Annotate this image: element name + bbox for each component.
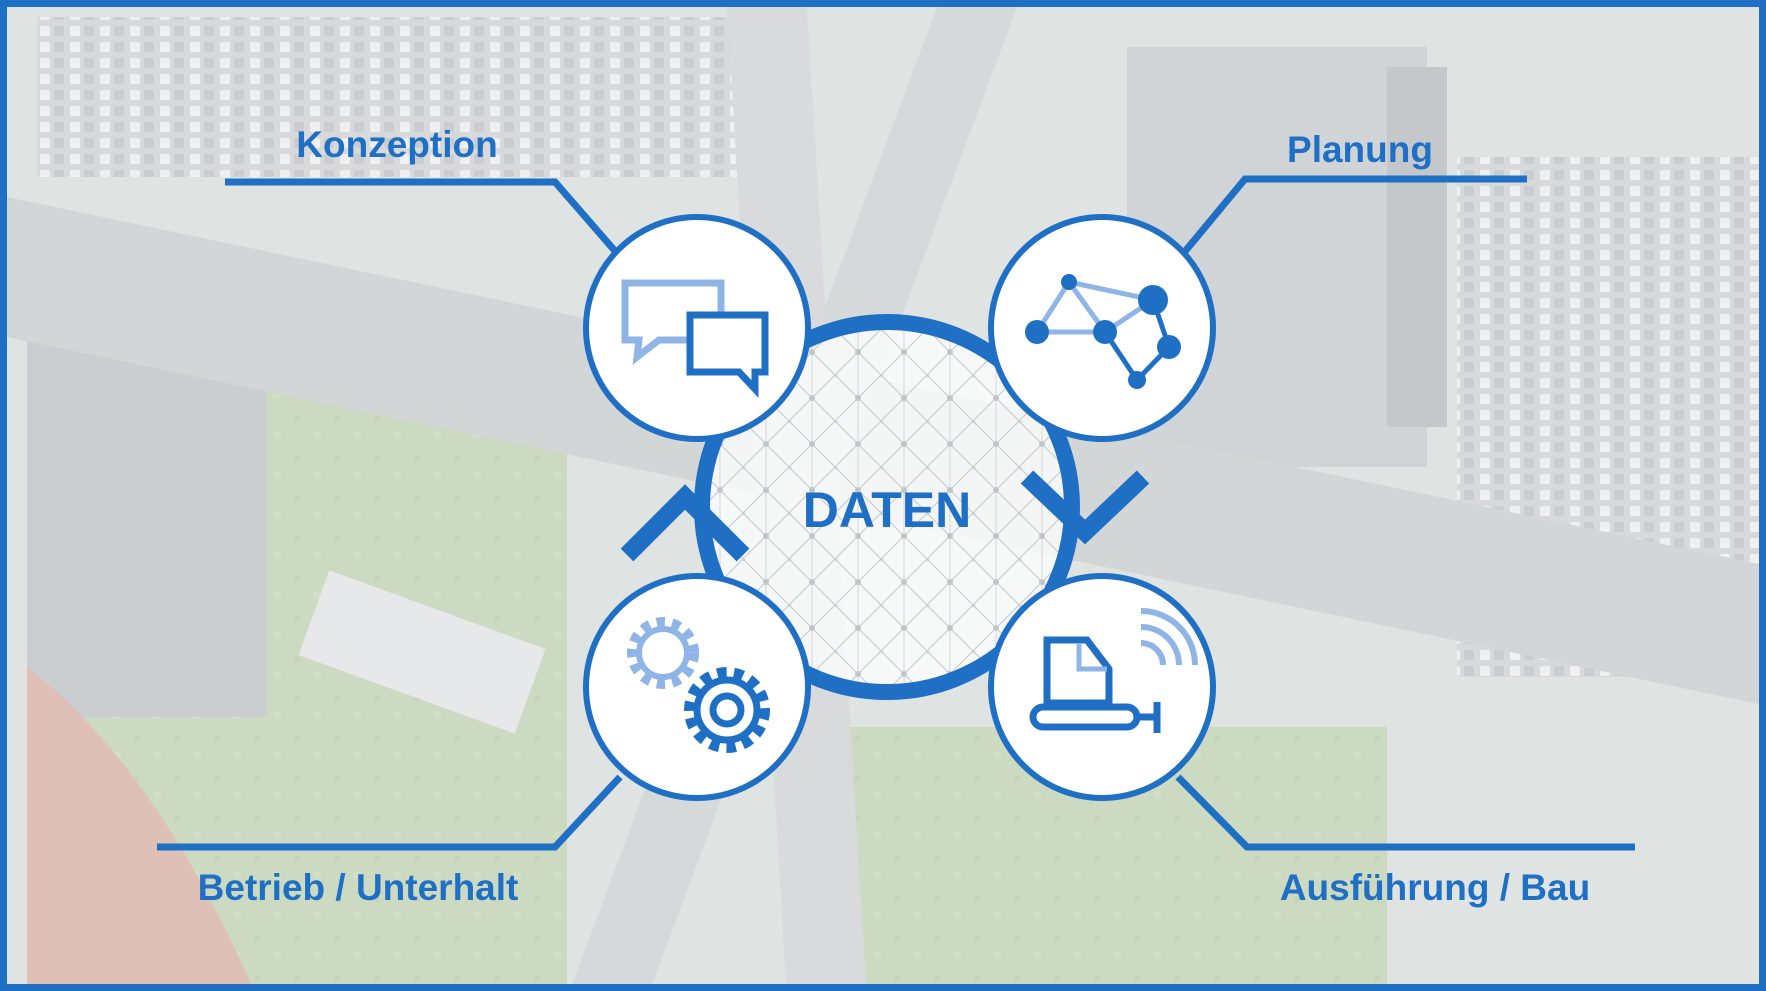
- bulldozer-signal-icon: [1029, 608, 1198, 733]
- leader-line-konzeption: [225, 178, 618, 254]
- lifecycle-diagram: DATEN: [7, 7, 1759, 984]
- phase-planung[interactable]: [988, 214, 1216, 442]
- label-planung: Planung: [1287, 129, 1433, 170]
- label-ausfuehrung: Ausführung / Bau: [1280, 867, 1590, 908]
- gears-icon: [627, 617, 770, 753]
- network-graph-icon: [1025, 274, 1181, 389]
- flow-arrows: [620, 470, 1150, 562]
- label-betrieb: Betrieb / Unterhalt: [198, 867, 519, 908]
- arrow-right-down: [1020, 470, 1150, 545]
- phase-konzeption[interactable]: [583, 214, 811, 442]
- leader-line-planung: [1179, 175, 1527, 258]
- label-konzeption: Konzeption: [296, 124, 497, 165]
- phase-ausfuehrung[interactable]: [988, 573, 1216, 801]
- leader-lines: [157, 175, 1635, 851]
- chat-bubbles-icon: [621, 279, 769, 398]
- center-label: DATEN: [803, 482, 972, 538]
- data-ring: [694, 314, 1080, 700]
- arrow-left-up: [620, 484, 750, 562]
- leader-line-ausfuehrung: [1175, 774, 1635, 851]
- aerial-photo-background: [7, 7, 1759, 984]
- phase-betrieb[interactable]: [583, 573, 811, 801]
- leader-line-betrieb: [157, 774, 623, 851]
